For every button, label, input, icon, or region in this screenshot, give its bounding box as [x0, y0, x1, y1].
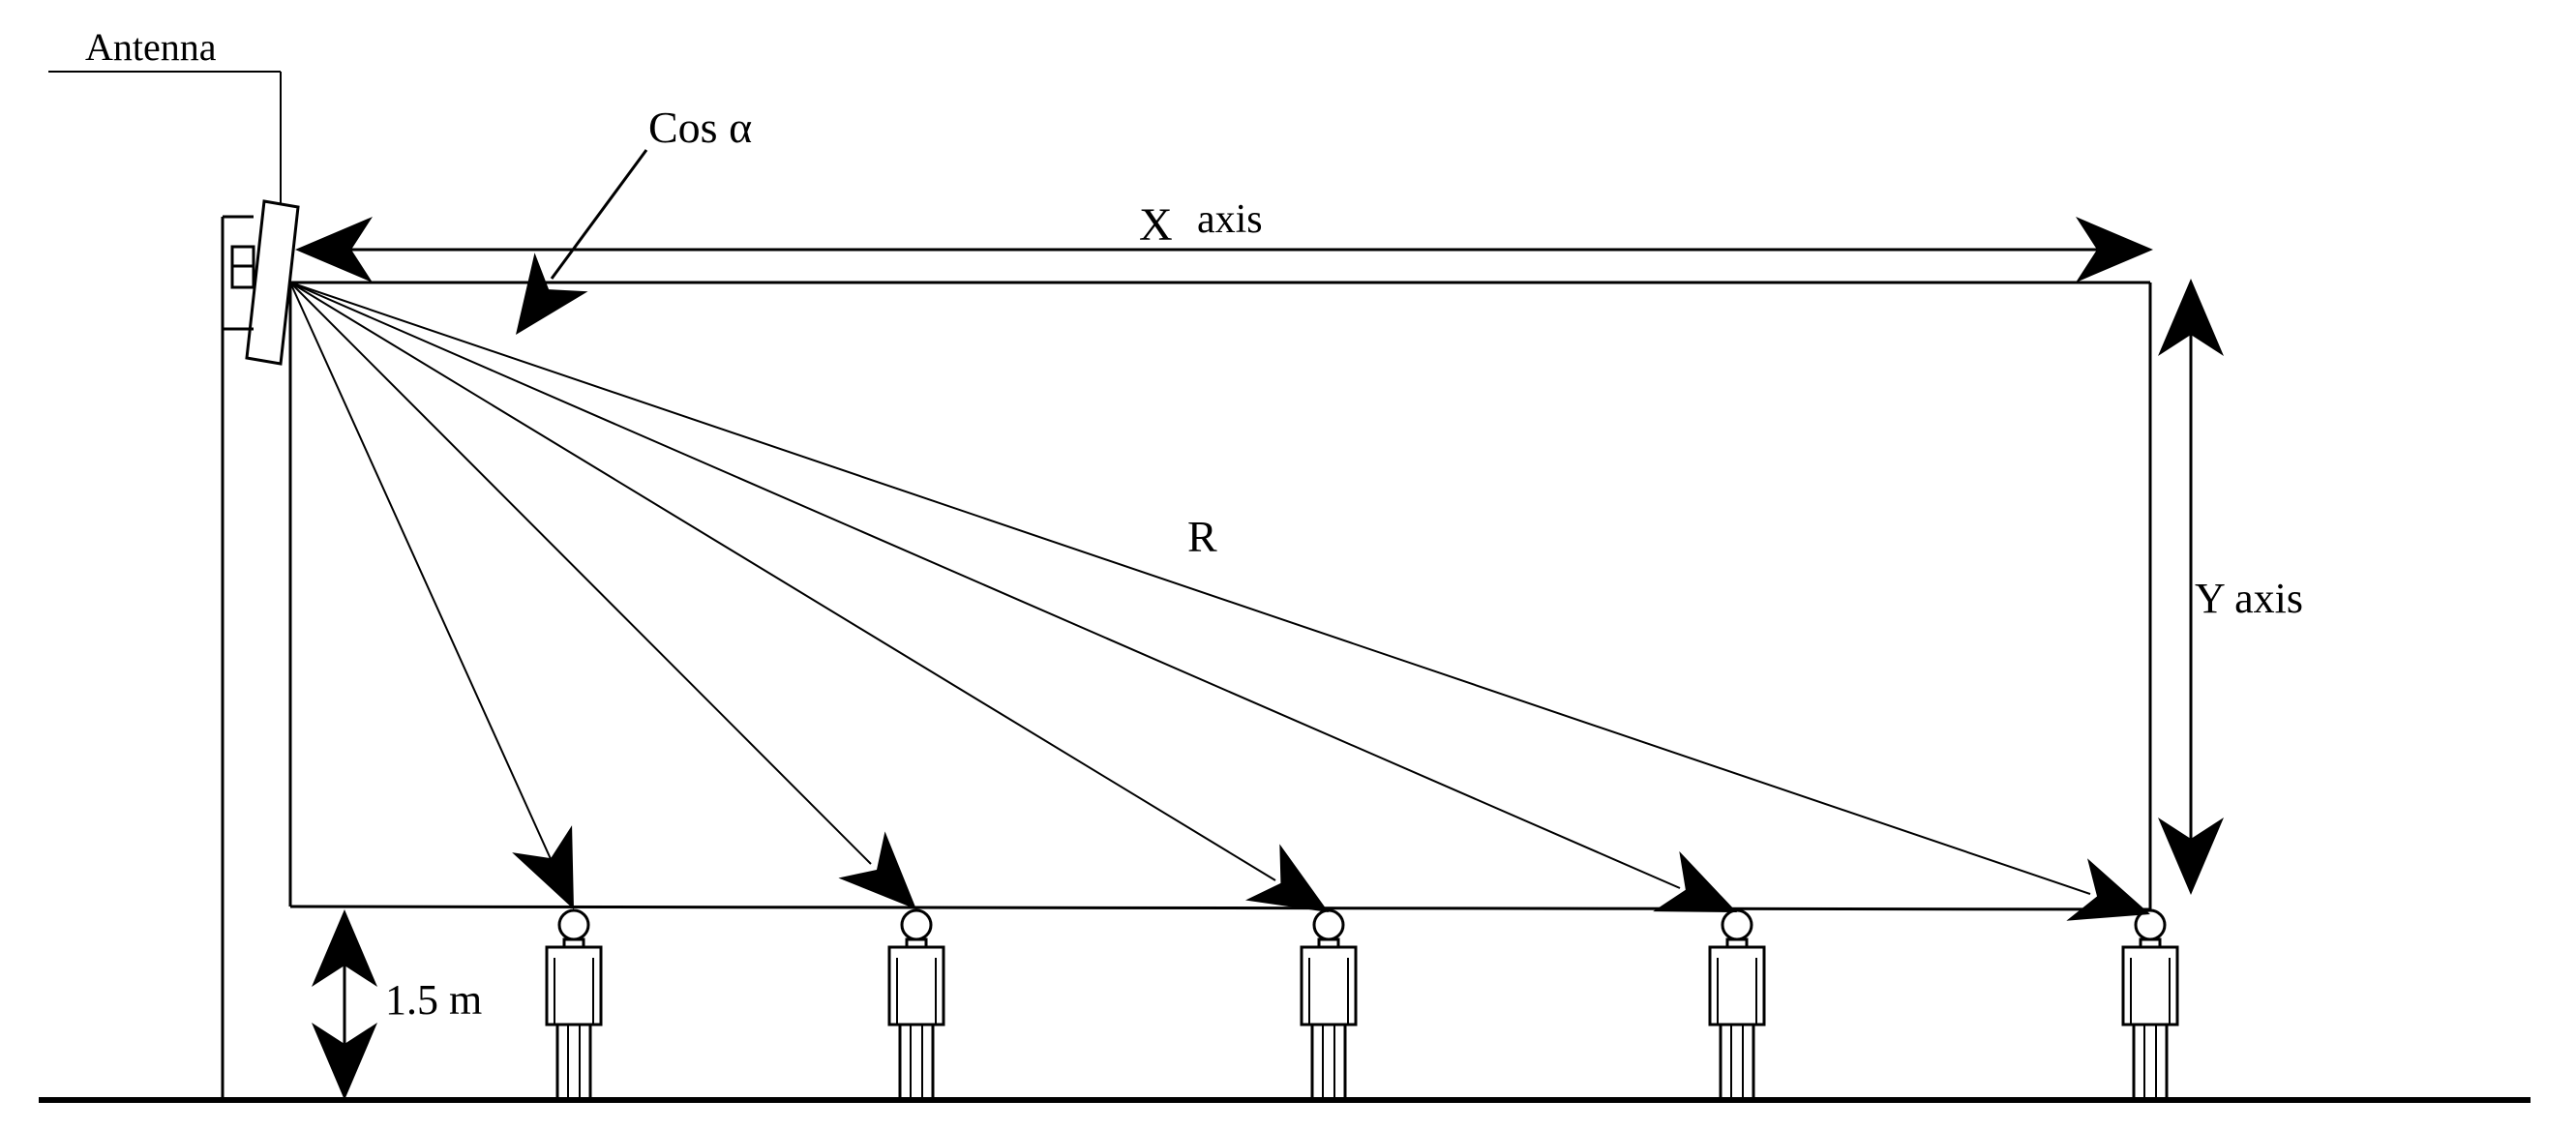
x-axis-letter: X	[1139, 199, 1173, 251]
range-r-label: R	[1187, 512, 1217, 561]
person-figure-4	[1708, 908, 1766, 1102]
signal-ray-1	[289, 282, 553, 862]
y-axis-arrow	[2158, 279, 2224, 895]
x-axis-arrow	[295, 217, 2153, 282]
person-figure-2	[887, 908, 945, 1102]
signal-ray-3	[289, 282, 1276, 881]
person-figure-5	[2121, 908, 2179, 1102]
person-figure-1	[545, 908, 603, 1102]
height-arrow	[312, 909, 377, 1100]
cos-alpha-label: Cos α	[648, 103, 752, 152]
height-label: 1.5 m	[385, 976, 482, 1024]
y-axis-label: Y axis	[2195, 575, 2303, 622]
coverage-area-rectangle	[288, 281, 2152, 911]
signal-ray-4	[289, 282, 1681, 889]
antenna-label: Antenna	[85, 25, 217, 69]
antenna-callout	[48, 71, 282, 203]
signal-ray-5	[289, 282, 2091, 895]
person-figure-3	[1300, 908, 1358, 1102]
x-axis-word: axis	[1197, 197, 1263, 242]
antenna-pole	[221, 215, 255, 1100]
cos-alpha-pointer	[489, 149, 648, 354]
signal-ray-2	[289, 282, 872, 865]
signal-rays	[289, 282, 2161, 946]
antenna-icon	[245, 199, 300, 366]
